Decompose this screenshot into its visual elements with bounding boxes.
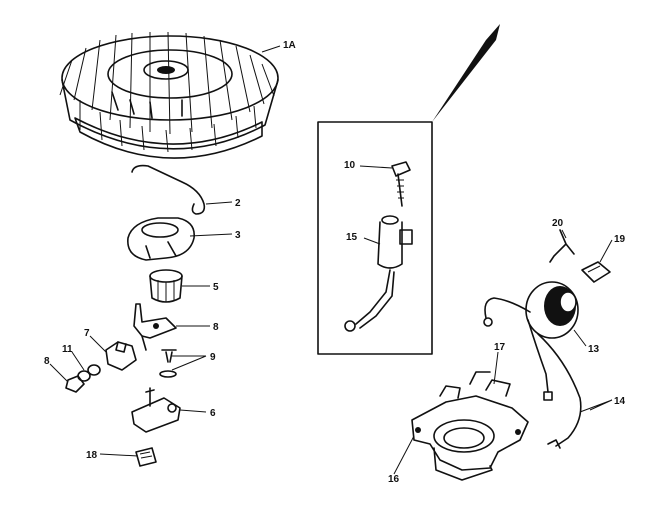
stud-plate (131, 387, 181, 433)
flywheel (59, 31, 279, 159)
leader-lines (49, 45, 613, 475)
label-3: 3 (235, 230, 241, 241)
screw-10 (391, 161, 411, 207)
screw-washer (159, 349, 177, 378)
inset-box (317, 121, 433, 355)
label-1a: 1A (283, 40, 296, 51)
ignition-coil (483, 281, 579, 339)
cover-plate (127, 217, 195, 261)
label-18: 18 (86, 450, 98, 461)
detail-pointer (416, 24, 500, 123)
label-6: 6 (210, 408, 216, 419)
bracket (133, 303, 177, 351)
callout-labels: 1A 2 3 5 8 9 6 7 11 8 18 10 15 20 19 13 … (44, 40, 626, 485)
plate-19 (581, 261, 611, 283)
label-15: 15 (346, 232, 358, 243)
label-11: 11 (62, 344, 73, 355)
label-2: 2 (235, 198, 241, 209)
label-8-bracket: 8 (213, 322, 219, 333)
label-16: 16 (388, 474, 400, 485)
points-assembly (65, 341, 137, 393)
connector-15 (344, 215, 413, 332)
spring-clip (131, 164, 206, 215)
label-8-left: 8 (44, 356, 50, 367)
label-14: 14 (614, 396, 626, 407)
label-5: 5 (213, 282, 219, 293)
bushing (149, 269, 183, 303)
label-10: 10 (344, 160, 356, 171)
label-19: 19 (614, 234, 626, 245)
label-20: 20 (552, 218, 564, 229)
label-9: 9 (210, 352, 216, 363)
wire-clip-20 (549, 229, 575, 263)
label-13: 13 (588, 344, 600, 355)
label-17: 17 (494, 342, 506, 353)
label-7: 7 (84, 328, 90, 339)
coil-base (411, 371, 529, 481)
small-clip (135, 447, 157, 467)
lead-wires (527, 319, 582, 449)
